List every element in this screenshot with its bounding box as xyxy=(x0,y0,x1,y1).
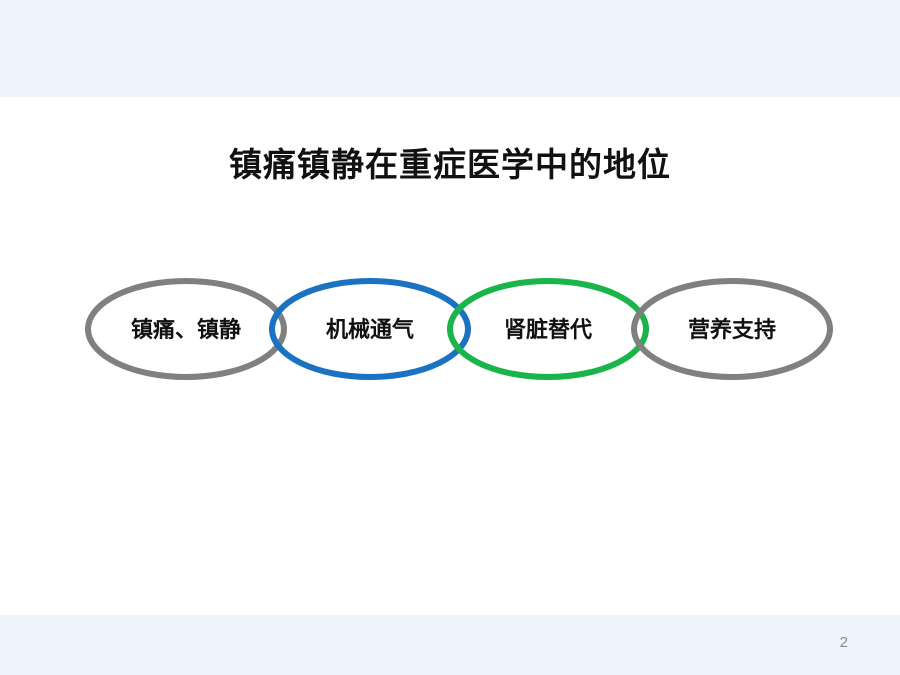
ring-1 xyxy=(85,278,287,380)
ring-label-2: 机械通气 xyxy=(325,318,414,343)
ring-2 xyxy=(269,278,471,380)
ring-label-1: 镇痛、镇静 xyxy=(130,318,241,343)
page-number: 2 xyxy=(839,634,848,651)
footer-band xyxy=(0,615,900,675)
ring-label-3: 肾脏替代 xyxy=(503,318,592,343)
ring-label-4: 营养支持 xyxy=(687,318,776,343)
ring-3 xyxy=(447,278,649,380)
header-band xyxy=(0,0,900,97)
slide-title: 镇痛镇静在重症医学中的地位 xyxy=(229,145,671,184)
ring-4 xyxy=(631,278,833,380)
